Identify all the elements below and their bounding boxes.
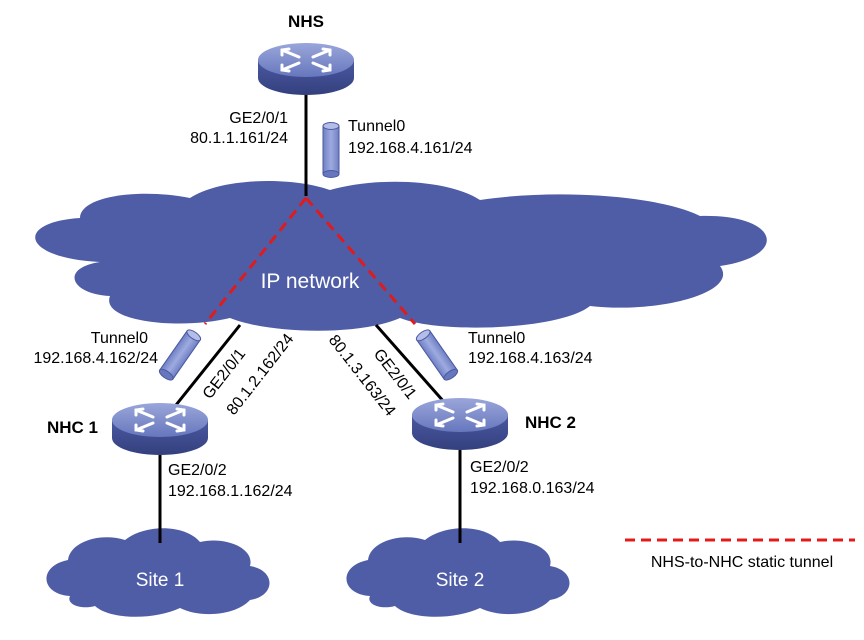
site-1-cloud xyxy=(46,528,270,617)
site-1-label: Site 1 xyxy=(136,570,185,591)
nhc1-tunnel-icon xyxy=(157,327,203,383)
nhc2-title: NHC 2 xyxy=(525,413,576,432)
nhs-tunnel-ip: 192.168.4.161/24 xyxy=(348,140,473,157)
nhc2-tunnel-name: Tunnel0 xyxy=(468,330,525,347)
nhc2-tunnel-ip: 192.168.4.163/24 xyxy=(468,350,593,367)
static-tunnels xyxy=(203,197,417,325)
nhc1-tunnel-name: Tunnel0 xyxy=(91,330,148,347)
ip-network-cloud xyxy=(35,180,767,331)
legend-static-tunnel-label: NHS-to-NHC static tunnel xyxy=(651,554,833,571)
nhs-ge-ip: 80.1.1.161/24 xyxy=(190,130,288,147)
nhc1-router-icon xyxy=(110,401,210,457)
nhc2-tunnel-icon xyxy=(414,327,460,383)
site-2-label: Site 2 xyxy=(436,570,485,591)
nhc1-ge-down-ip: 192.168.1.162/24 xyxy=(168,483,293,500)
nhs-tunnel-icon xyxy=(322,122,340,178)
ip-network-label: IP network xyxy=(261,270,360,293)
nhs-title: NHS xyxy=(288,12,324,31)
static-tunnel-nhc2 xyxy=(304,197,417,325)
nhc2-router-icon xyxy=(410,396,510,452)
nhs-tunnel-name: Tunnel0 xyxy=(348,118,405,135)
nhs-ge-port: GE2/0/1 xyxy=(229,110,288,127)
site-2-cloud xyxy=(346,528,570,617)
nhc1-tunnel-ip: 192.168.4.162/24 xyxy=(33,350,158,367)
nhs-router-icon xyxy=(256,41,356,97)
nhc2-ge-down-ip: 192.168.0.163/24 xyxy=(470,480,595,497)
nhc1-ge-down-port: GE2/0/2 xyxy=(168,462,227,479)
nhc1-title: NHC 1 xyxy=(47,418,98,437)
legend: NHS-to-NHC static tunnel xyxy=(625,538,855,571)
nhc2-ge-down-port: GE2/0/2 xyxy=(470,459,529,476)
static-tunnel-nhc1 xyxy=(203,197,308,325)
